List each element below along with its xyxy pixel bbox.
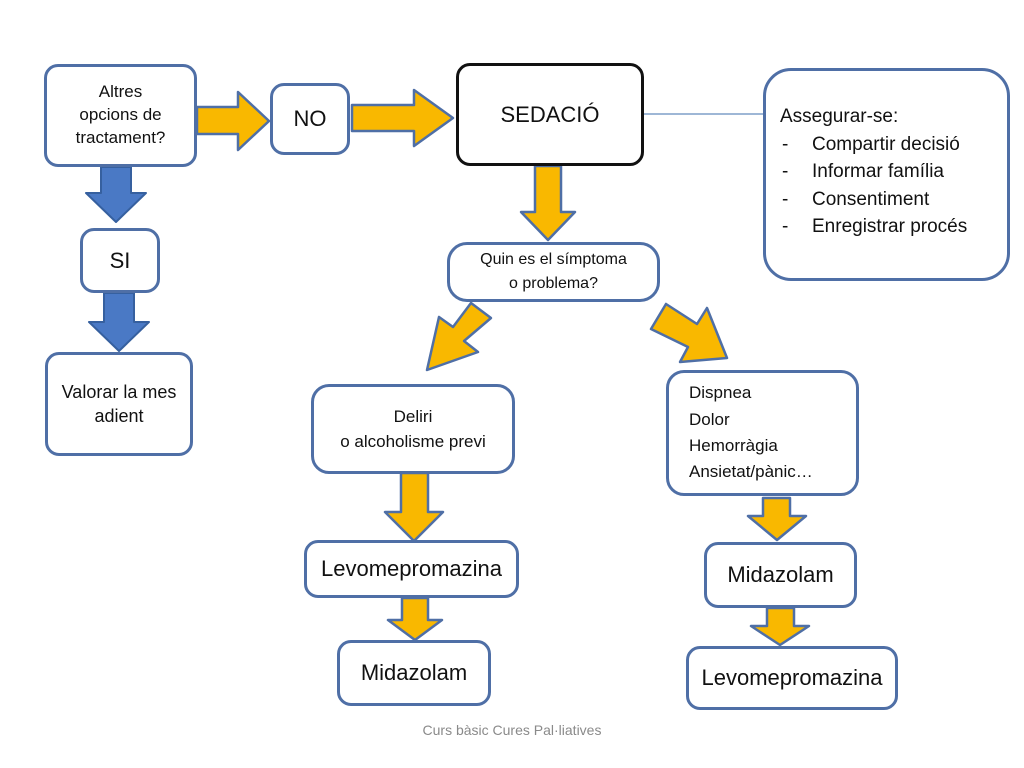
arrow-simptoma-to-dispnea: [649, 302, 729, 364]
assegurar-item: Consentiment: [780, 186, 967, 214]
box-midazolam-right: Midazolam: [704, 542, 857, 608]
valorar-line-1: Valorar la mes: [61, 381, 177, 402]
si-label: SI: [109, 247, 131, 273]
altres-line-3: tractament?: [75, 127, 166, 147]
sedacio-label: SEDACIÓ: [500, 101, 600, 127]
footer-caption: Curs bàsic Cures Pal·liatives: [422, 722, 602, 738]
levo-right-label: Levomepromazina: [701, 665, 883, 691]
altres-line-2: opcions de: [79, 105, 162, 125]
deliri-line-2: o alcoholisme previ: [340, 432, 486, 451]
valorar-line-2: adient: [94, 406, 144, 426]
arrow-midazolam-to-levo: [749, 606, 811, 647]
box-midazolam-left: Midazolam: [337, 640, 491, 706]
dispnea-line-3: Hemorràgia: [689, 436, 778, 455]
box-si: SI: [80, 228, 160, 293]
arrow-altres-to-si: [85, 166, 147, 223]
simptoma-line-2: o problema?: [509, 275, 598, 292]
dispnea-line-1: Dispnea: [689, 383, 752, 403]
assegurar-item: Enregistrar procés: [780, 213, 967, 241]
box-levomepromazina-left: Levomepromazina: [304, 540, 519, 598]
box-sedacio: SEDACIÓ: [456, 63, 644, 166]
arrow-sedacio-to-simptoma: [519, 164, 577, 242]
box-no: NO: [270, 83, 350, 155]
mida-right-label: Midazolam: [727, 562, 834, 588]
altres-line-1: Altres: [98, 82, 143, 102]
levo-left-label: Levomepromazina: [321, 556, 502, 582]
box-levomepromazina-right: Levomepromazina: [686, 646, 898, 710]
simptoma-line-1: Quin es el símptoma: [480, 251, 627, 268]
arrow-no-to-sedacio: [350, 88, 455, 148]
no-label: NO: [293, 106, 327, 132]
box-assegurar: Assegurar-se: Compartir decisió Informar…: [763, 68, 1010, 281]
box-dispnea: Dispnea Dolor Hemorràgia Ansietat/pànic…: [666, 370, 859, 496]
box-altres-opcions: Altres opcions de tractament?: [44, 64, 197, 167]
arrow-si-to-valorar: [88, 292, 150, 352]
dispnea-line-2: Dolor: [689, 409, 730, 429]
arrow-dispnea-to-midazolam: [746, 496, 808, 542]
box-deliri: Deliri o alcoholisme previ: [311, 384, 515, 474]
deliri-line-1: Deliri: [393, 406, 433, 426]
box-simptoma: Quin es el símptoma o problema?: [447, 242, 660, 302]
assegurar-item: Compartir decisió: [780, 131, 967, 159]
arrow-deliri-to-levo: [383, 471, 445, 543]
dispnea-line-4: Ansietat/pànic…: [689, 462, 813, 482]
assegurar-list: Compartir decisió Informar família Conse…: [780, 131, 967, 241]
box-valorar: Valorar la mes adient: [45, 352, 193, 456]
arrow-altres-to-no: [195, 90, 271, 152]
assegurar-title: Assegurar-se:: [780, 106, 899, 127]
arrow-simptoma-to-deliri: [425, 301, 493, 372]
arrow-levo-to-midazolam: [386, 596, 444, 642]
mida-left-label: Midazolam: [360, 660, 468, 686]
assegurar-item: Informar família: [780, 158, 967, 186]
